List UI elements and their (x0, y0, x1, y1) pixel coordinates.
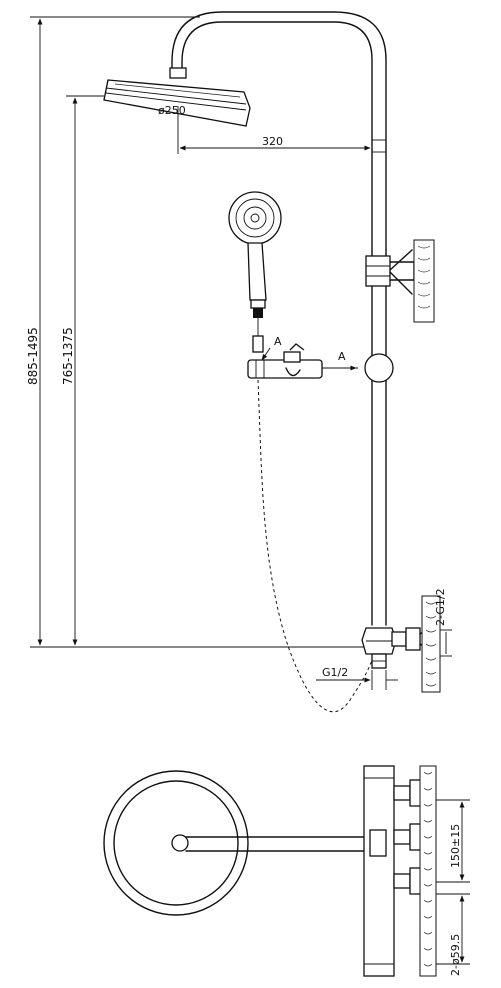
shower-head: ø250 (103, 67, 251, 127)
escutcheon-diameter-label: 2-ø59.5 (449, 934, 462, 976)
inlet-thread-label: 2-G1/2 (434, 588, 447, 626)
escutcheon-diameter-dimension: 2-ø59.5 (436, 893, 470, 976)
hand-shower (228, 191, 282, 353)
section-mark-right: A (338, 350, 346, 363)
shower-head-height-label: 765-1375 (61, 327, 75, 385)
overall-height-dimension: 885-1495 (26, 16, 372, 648)
thermostatic-mixer-plan (363, 765, 437, 977)
overall-height-label: 885-1495 (26, 327, 40, 385)
thermostatic-mixer-elevation: 2-G1/2 (361, 588, 452, 693)
riser-pipe (171, 11, 387, 626)
inlet-spacing-label: 150±15 (449, 824, 462, 868)
arm-reach-dimension: 320 (177, 106, 371, 154)
outlet-thread-dimension: G1/2 (316, 666, 398, 690)
arm-reach-label: 320 (262, 135, 283, 148)
section-mark-left: A (274, 335, 282, 348)
upper-wall-bracket (365, 239, 435, 323)
shower-head-height-dimension: 765-1375 (61, 95, 104, 646)
outlet-thread-label: G1/2 (322, 666, 348, 679)
elevation-view: 885-1495 765-1375 ø250 (26, 11, 452, 713)
head-diameter-label: ø250 (158, 104, 186, 117)
shower-head-plan (103, 770, 377, 916)
hand-shower-holder: A A (247, 335, 394, 383)
inlet-spacing-dimension: 150±15 (436, 799, 470, 883)
plan-view: 150±15 2-ø59.5 (103, 765, 470, 977)
shower-hose (257, 379, 379, 713)
